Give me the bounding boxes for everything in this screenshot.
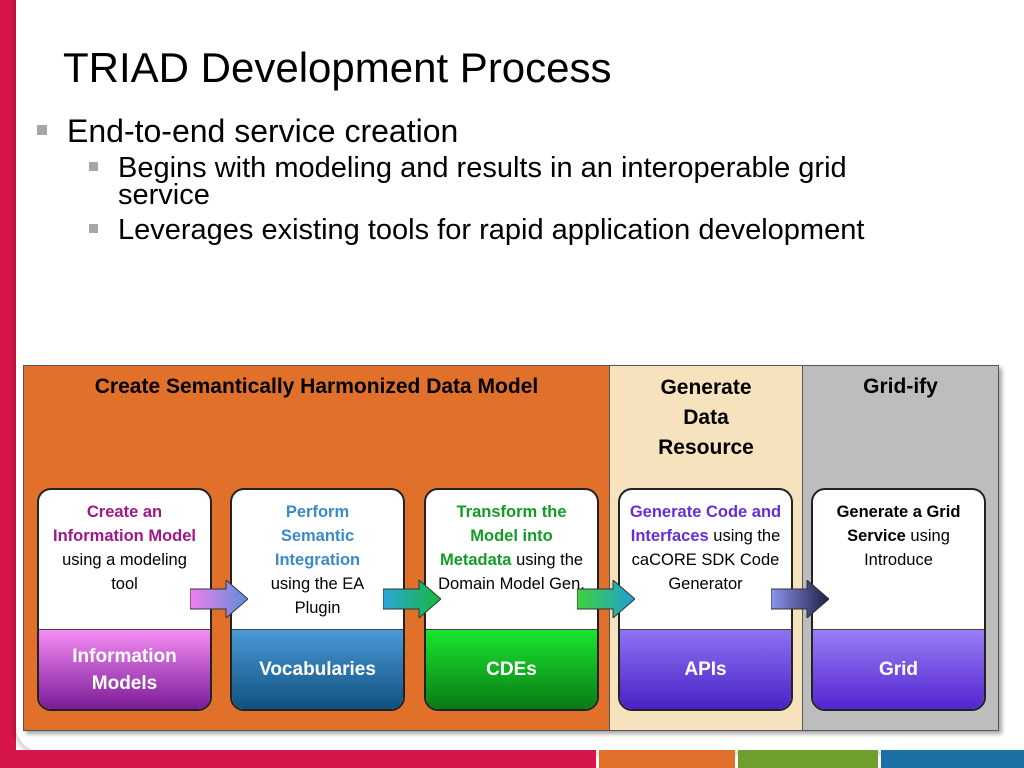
step-highlight: Generate a Grid Service [836, 503, 961, 545]
step-card-grid-service: Generate a Grid Service using Introduce … [811, 488, 986, 711]
right-arrow-icon [771, 580, 829, 618]
section-title: Generate Data Resource [658, 376, 754, 459]
bullet-marker [89, 162, 98, 171]
output-label: Vocabularies [232, 629, 403, 709]
slide-title: TRIAD Development Process [63, 44, 612, 91]
output-label: Information Models [39, 629, 210, 709]
left-accent-bar [0, 0, 16, 768]
step-card-generate-code: Generate Code and Interfaces using the c… [618, 488, 793, 711]
step-card-semantic-integration: Perform Semantic Integration using the E… [230, 488, 405, 711]
step-highlight: Create an Information Model [53, 503, 196, 545]
step-description: Generate Code and Interfaces using the c… [620, 500, 791, 596]
step-description: Create an Information Model using a mode… [39, 500, 210, 596]
step-highlight: Perform Semantic Integration [274, 503, 361, 569]
step-highlight: Generate Code and Interfaces [629, 503, 782, 545]
step-card-information-model: Create an Information Model using a mode… [37, 488, 212, 711]
bullet-marker [89, 224, 98, 233]
step-detail: using the caCORE SDK Code Generator [631, 527, 781, 593]
step-description: Perform Semantic Integration using the E… [232, 500, 403, 620]
bullet-level1: End-to-end service creation [67, 113, 459, 149]
step-detail: using the EA Plugin [270, 575, 365, 617]
section-title: Grid-ify [863, 375, 938, 398]
bullet-marker [37, 125, 47, 135]
section-title: Create Semantically Harmonized Data Mode… [94, 375, 539, 398]
bullet-level2: Begins with modeling and results in an i… [118, 152, 847, 211]
step-highlight: Transform the Model into Metadata [439, 503, 567, 569]
step-description: Transform the Model into Metadata using … [426, 500, 597, 596]
step-detail: using Introduce [864, 527, 950, 569]
step-description: Generate a Grid Service using Introduce [813, 500, 984, 572]
step-detail: using the Domain Model Gen. [438, 551, 585, 593]
step-card-metadata: Transform the Model into Metadata using … [424, 488, 599, 711]
footer-stripe-blue [881, 750, 1024, 768]
output-label: Grid [813, 629, 984, 709]
output-label: CDEs [426, 629, 597, 709]
right-arrow-icon [383, 580, 441, 618]
footer-stripe-green [738, 750, 878, 768]
step-detail: using a modeling tool [62, 551, 187, 593]
right-arrow-icon [577, 580, 635, 618]
output-label: APIs [620, 629, 791, 709]
bullet-level2: Leverages existing tools for rapid appli… [118, 214, 865, 246]
process-diagram: Create Semantically Harmonized Data Mode… [23, 365, 999, 731]
right-arrow-icon [190, 580, 248, 618]
footer-stripe-red [0, 750, 596, 768]
footer-stripe-orange [599, 750, 735, 768]
